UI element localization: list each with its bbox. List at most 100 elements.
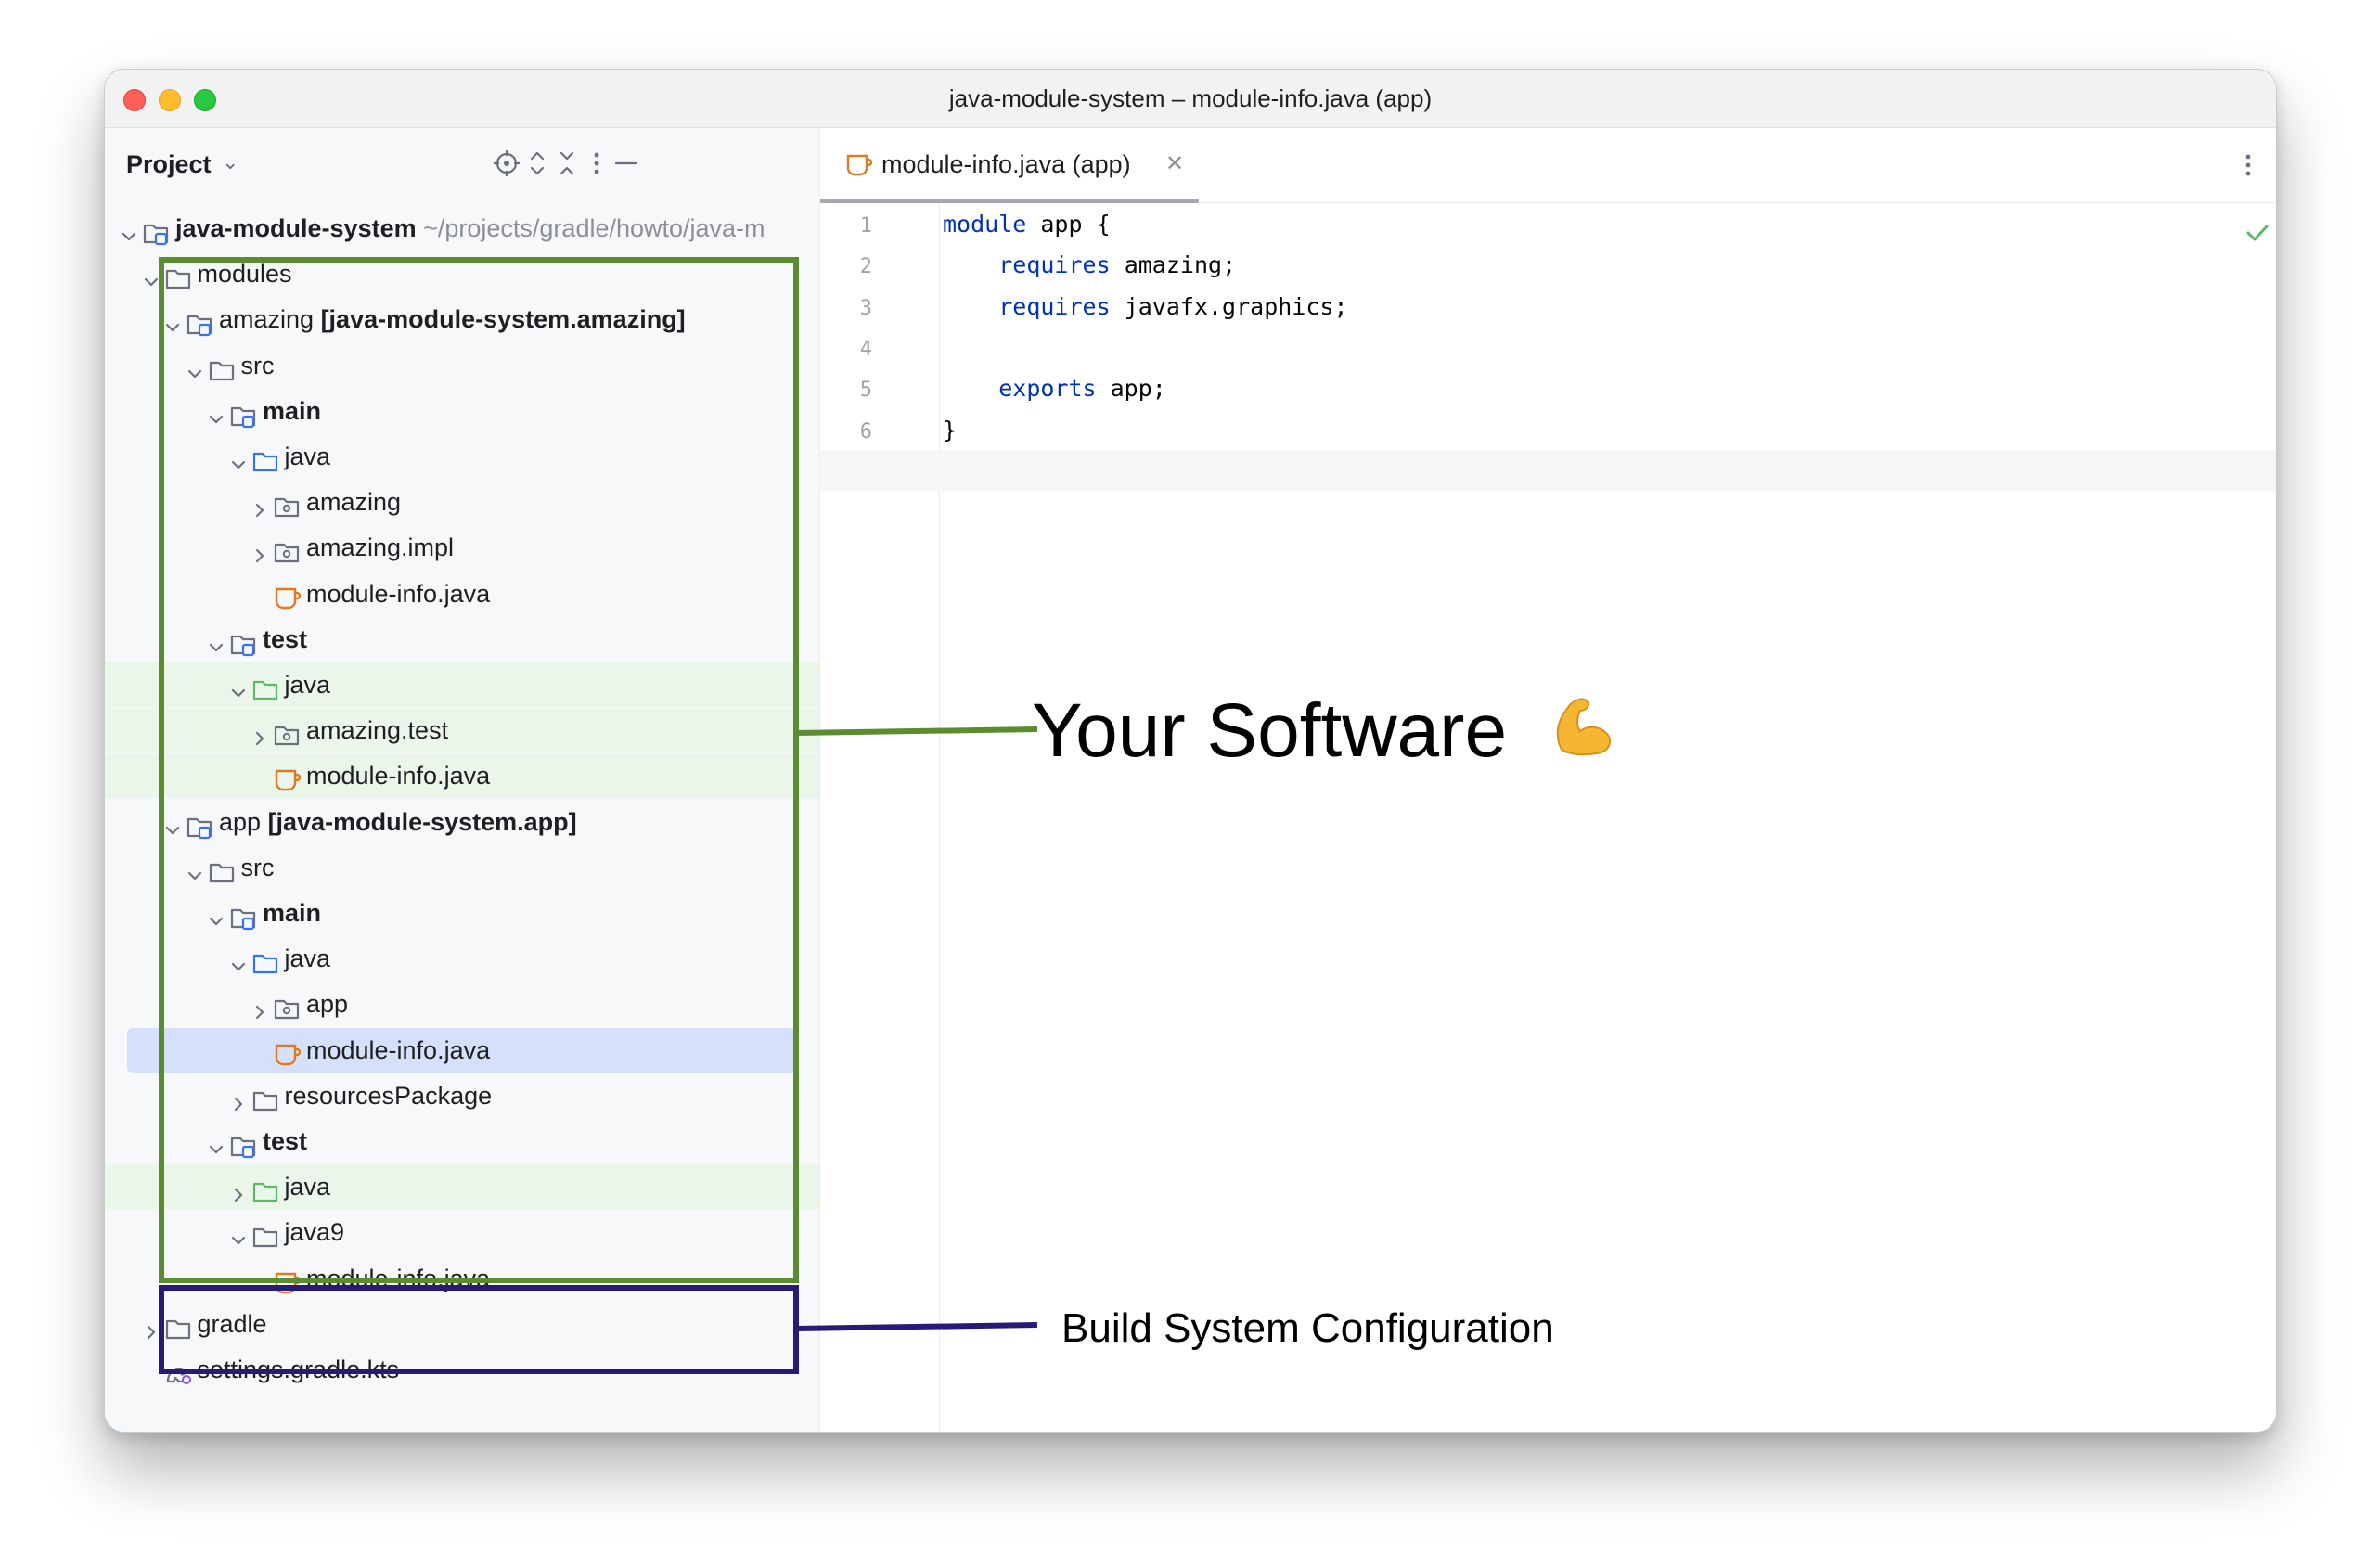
folder-icon — [208, 353, 236, 380]
chevron-down-icon[interactable] — [205, 902, 227, 926]
build-annotation-label: Build System Configuration — [1061, 1305, 1554, 1351]
tree-row[interactable]: java-module-system ~/projects/gradle/how… — [105, 206, 819, 251]
locate-icon[interactable] — [488, 145, 525, 182]
tree-row[interactable]: src — [105, 845, 819, 890]
tree-row[interactable]: app [java-module-system.app] — [105, 800, 819, 844]
tree-row[interactable]: java — [105, 662, 819, 707]
tree-row[interactable]: module-info.java — [105, 572, 819, 616]
code-line: module app { — [943, 211, 1111, 238]
tree-row[interactable]: resourcesPackage — [105, 1073, 819, 1118]
tree-row[interactable]: amazing [java-module-system.amazing] — [105, 297, 819, 341]
tree-row[interactable]: test — [105, 617, 819, 662]
chevron-right-icon[interactable] — [140, 1313, 162, 1339]
chevron-down-icon[interactable] — [161, 308, 184, 332]
tree-row[interactable]: amazing.impl — [105, 525, 819, 570]
editor-area: module-info.java (app) ✕ 1234567 module … — [820, 128, 2276, 1432]
flexed-biceps-icon — [1545, 688, 1619, 784]
expand-all-icon[interactable] — [519, 145, 556, 182]
tree-row[interactable]: app — [105, 982, 819, 1026]
line-number: 2 — [859, 255, 872, 279]
tree-node-name: module-info.java — [306, 579, 491, 608]
chevron-down-icon[interactable] — [184, 354, 206, 378]
tree-node-name: src — [240, 853, 275, 881]
chevron-right-icon[interactable] — [249, 491, 271, 518]
tree-node-detail: [java-module-system.amazing] — [314, 305, 686, 334]
editor-tab[interactable]: module-info.java (app) ✕ — [820, 128, 1201, 203]
editor-more-options-icon[interactable] — [2239, 148, 2257, 182]
module-folder-icon — [186, 306, 213, 337]
tree-row-label: module-info.java — [306, 572, 490, 616]
module-folder-icon — [229, 900, 257, 931]
tree-row[interactable]: module-info.java — [105, 753, 819, 799]
tree-row[interactable]: java — [105, 936, 819, 981]
tree-row-label: src — [241, 845, 275, 890]
chevron-down-icon[interactable]: ⌄ — [222, 150, 239, 174]
tree-row[interactable]: main — [105, 389, 819, 433]
tree-row-label: main — [263, 891, 321, 935]
project-view-selector[interactable]: Project — [126, 150, 212, 178]
package-icon — [273, 534, 301, 563]
tree-row[interactable]: test — [105, 1119, 819, 1163]
tree-row-label: gradle — [198, 1302, 267, 1346]
tree-node-name: main — [263, 396, 322, 425]
code-keyword: requires — [998, 292, 1111, 320]
chevron-right-icon[interactable] — [249, 536, 271, 563]
tree-row[interactable]: src — [105, 343, 819, 388]
tree-row[interactable]: main — [105, 891, 819, 935]
tree-row-label: amazing.impl — [306, 525, 454, 570]
chevron-down-icon[interactable] — [227, 1221, 250, 1245]
close-tab-icon[interactable]: ✕ — [1165, 151, 1185, 176]
chevron-down-icon[interactable] — [227, 947, 250, 971]
line-number: 1 — [859, 214, 872, 238]
window-title: java-module-system – module-info.java (a… — [948, 84, 1433, 112]
chevron-down-icon[interactable] — [161, 811, 184, 834]
line-number: 6 — [859, 419, 872, 443]
chevron-down-icon[interactable] — [205, 628, 227, 651]
chevron-down-icon[interactable] — [118, 217, 140, 241]
more-options-icon[interactable] — [578, 145, 615, 182]
tree-node-name: module-info.java — [306, 1035, 491, 1064]
tree-row-label: amazing.test — [306, 708, 448, 752]
hide-panel-icon[interactable] — [608, 145, 645, 182]
no-problems-check-icon[interactable] — [2243, 217, 2272, 247]
tree-row[interactable]: amazing.test — [105, 708, 819, 753]
tree-row[interactable]: modules — [105, 251, 819, 296]
chevron-right-icon[interactable] — [227, 1176, 250, 1202]
chevron-right-icon[interactable] — [249, 993, 271, 1020]
minimize-window-button[interactable] — [159, 89, 181, 111]
tree-row-label: resourcesPackage — [285, 1073, 493, 1118]
tree-row-label: java-module-system ~/projects/gradle/how… — [175, 206, 765, 251]
tree-row-label: java — [285, 1164, 331, 1209]
tree-row[interactable]: java — [105, 1164, 819, 1210]
tree-node-name: module-info.java — [306, 762, 491, 790]
tree-node-name: java — [284, 945, 331, 973]
tree-row-label: main — [263, 389, 321, 433]
java-file-icon — [273, 763, 302, 791]
chevron-right-icon[interactable] — [249, 719, 271, 746]
folder-icon — [251, 1219, 279, 1248]
chevron-down-icon[interactable] — [184, 856, 206, 880]
test-folder-icon — [251, 1174, 279, 1202]
tree-row[interactable]: java9 — [105, 1210, 819, 1254]
tree-row-label: java — [285, 662, 331, 707]
chevron-down-icon[interactable] — [227, 674, 250, 698]
software-annotation-box — [159, 257, 799, 1283]
chevron-down-icon[interactable] — [140, 263, 162, 287]
tree-node-name: test — [263, 624, 308, 653]
maximize-window-button[interactable] — [194, 89, 216, 111]
chevron-down-icon[interactable] — [205, 400, 227, 423]
project-panel: Project ⌄ java-module-system ~/projects/… — [105, 128, 820, 1432]
collapse-all-icon[interactable] — [548, 145, 585, 182]
tree-row[interactable]: module-info.java — [127, 1027, 797, 1073]
chevron-down-icon[interactable] — [205, 1130, 227, 1154]
chevron-right-icon[interactable] — [227, 1085, 250, 1111]
close-window-button[interactable] — [123, 89, 146, 111]
tree-row[interactable]: java — [105, 434, 819, 479]
tree-row-label: test — [263, 617, 307, 662]
code-line: } — [943, 416, 958, 443]
tree-row[interactable]: gradle — [105, 1302, 819, 1346]
chevron-down-icon[interactable] — [227, 445, 250, 469]
tree-row[interactable]: amazing — [105, 480, 819, 524]
java-file-icon — [844, 152, 873, 178]
